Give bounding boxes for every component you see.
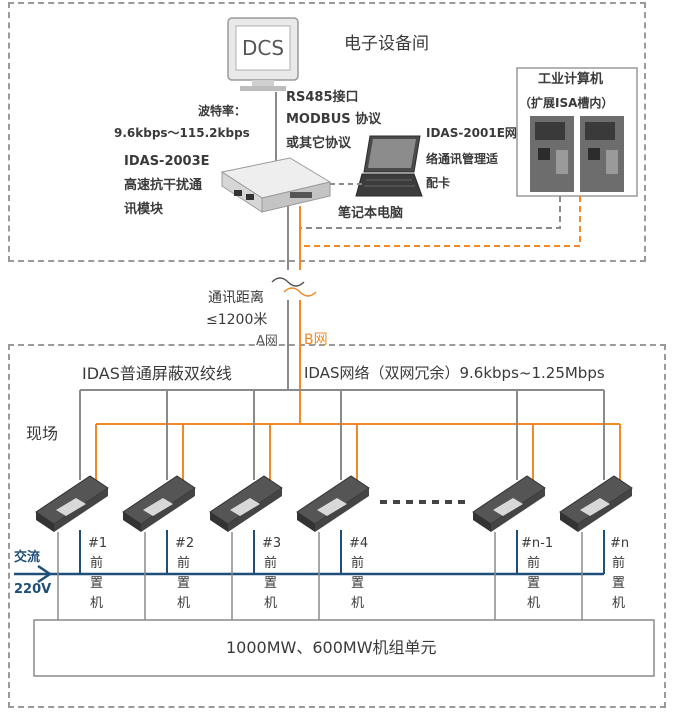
device-char-3: 机 [527, 596, 541, 611]
equipment-room-zone [8, 2, 646, 262]
device-char-2: 置 [177, 576, 191, 591]
front-end-device-icon [35, 475, 633, 532]
module-name: IDAS-2003E [124, 154, 210, 169]
device-char-1: 前 [527, 556, 541, 571]
field-title: 现场 [26, 424, 59, 443]
device-char-2: 置 [264, 576, 278, 591]
field-zone [8, 344, 666, 708]
distance-label-1: 通讯距离 [208, 290, 264, 306]
device-char-2: 置 [527, 576, 541, 591]
device-number: #4 [349, 536, 369, 551]
a-net-label: A网 [256, 334, 278, 349]
protocol-line-2: MODBUS 协议 [286, 112, 382, 127]
network-drops [79, 390, 621, 480]
device-char-1: 前 [177, 556, 191, 571]
baud-label: 波特率： [198, 104, 247, 118]
device-number: #n-1 [521, 536, 554, 551]
protocol-line-3: 或其它协议 [286, 136, 352, 151]
idas-2003e-module-icon [220, 157, 332, 213]
device-char-3: 机 [264, 596, 278, 611]
module-desc-2: 讯模块 [124, 202, 164, 217]
card-desc-1: 络通讯管理适 [426, 152, 499, 166]
break-mark-icon [271, 277, 305, 287]
device-number: #n [610, 536, 630, 551]
dcs-monitor-icon [227, 17, 299, 91]
cable-label: IDAS普通屏蔽双绞线 [82, 364, 232, 383]
device-char-3: 机 [177, 596, 191, 611]
isa-card-icon [530, 116, 624, 192]
device-number: #3 [262, 536, 282, 551]
device-char-2: 置 [351, 576, 365, 591]
power-label-2: 220V [14, 582, 52, 597]
unit-label: 1000MW、600MW机组单元 [226, 638, 437, 657]
power-label-1: 交流 [14, 550, 41, 565]
card-name: IDAS-2001E网 [426, 126, 517, 140]
device-char-1: 前 [264, 556, 278, 571]
device-char-1: 前 [612, 556, 626, 571]
device-char-2: 置 [612, 576, 626, 591]
a-net-ipc-link [300, 196, 561, 229]
device-number: #1 [88, 536, 108, 551]
ipc-title: 工业计算机 [538, 72, 604, 87]
ipc-sub: （扩展ISA槽内） [519, 96, 614, 110]
baud-range: 9.6kbps～115.2kbps [114, 126, 250, 140]
power-drops [79, 530, 605, 574]
dcs-label: DCS [242, 36, 284, 60]
unit-box [33, 619, 655, 677]
b-net-ipc-link [300, 196, 581, 247]
room-title: 电子设备间 [344, 34, 429, 54]
distance-label-2: ≤1200米 [206, 312, 268, 328]
card-desc-2: 配卡 [426, 176, 451, 190]
device-char-2: 置 [90, 576, 104, 591]
device-char-3: 机 [351, 596, 365, 611]
device-char-3: 机 [90, 596, 104, 611]
laptop-icon [355, 135, 423, 197]
device-char-1: 前 [90, 556, 104, 571]
module-desc-1: 高速抗干扰通 [124, 178, 203, 193]
device-char-3: 机 [612, 596, 626, 611]
device-number: #2 [175, 536, 195, 551]
network-label: IDAS网络（双网冗余）9.6kbps~1.25Mbps [304, 364, 605, 382]
unit-drops [57, 532, 583, 620]
power-arrow-icon [37, 564, 53, 584]
b-net-label: B网 [304, 332, 328, 348]
laptop-label: 笔记本电脑 [338, 206, 404, 221]
device-char-1: 前 [351, 556, 365, 571]
protocol-line-1: RS485接口 [286, 90, 359, 105]
